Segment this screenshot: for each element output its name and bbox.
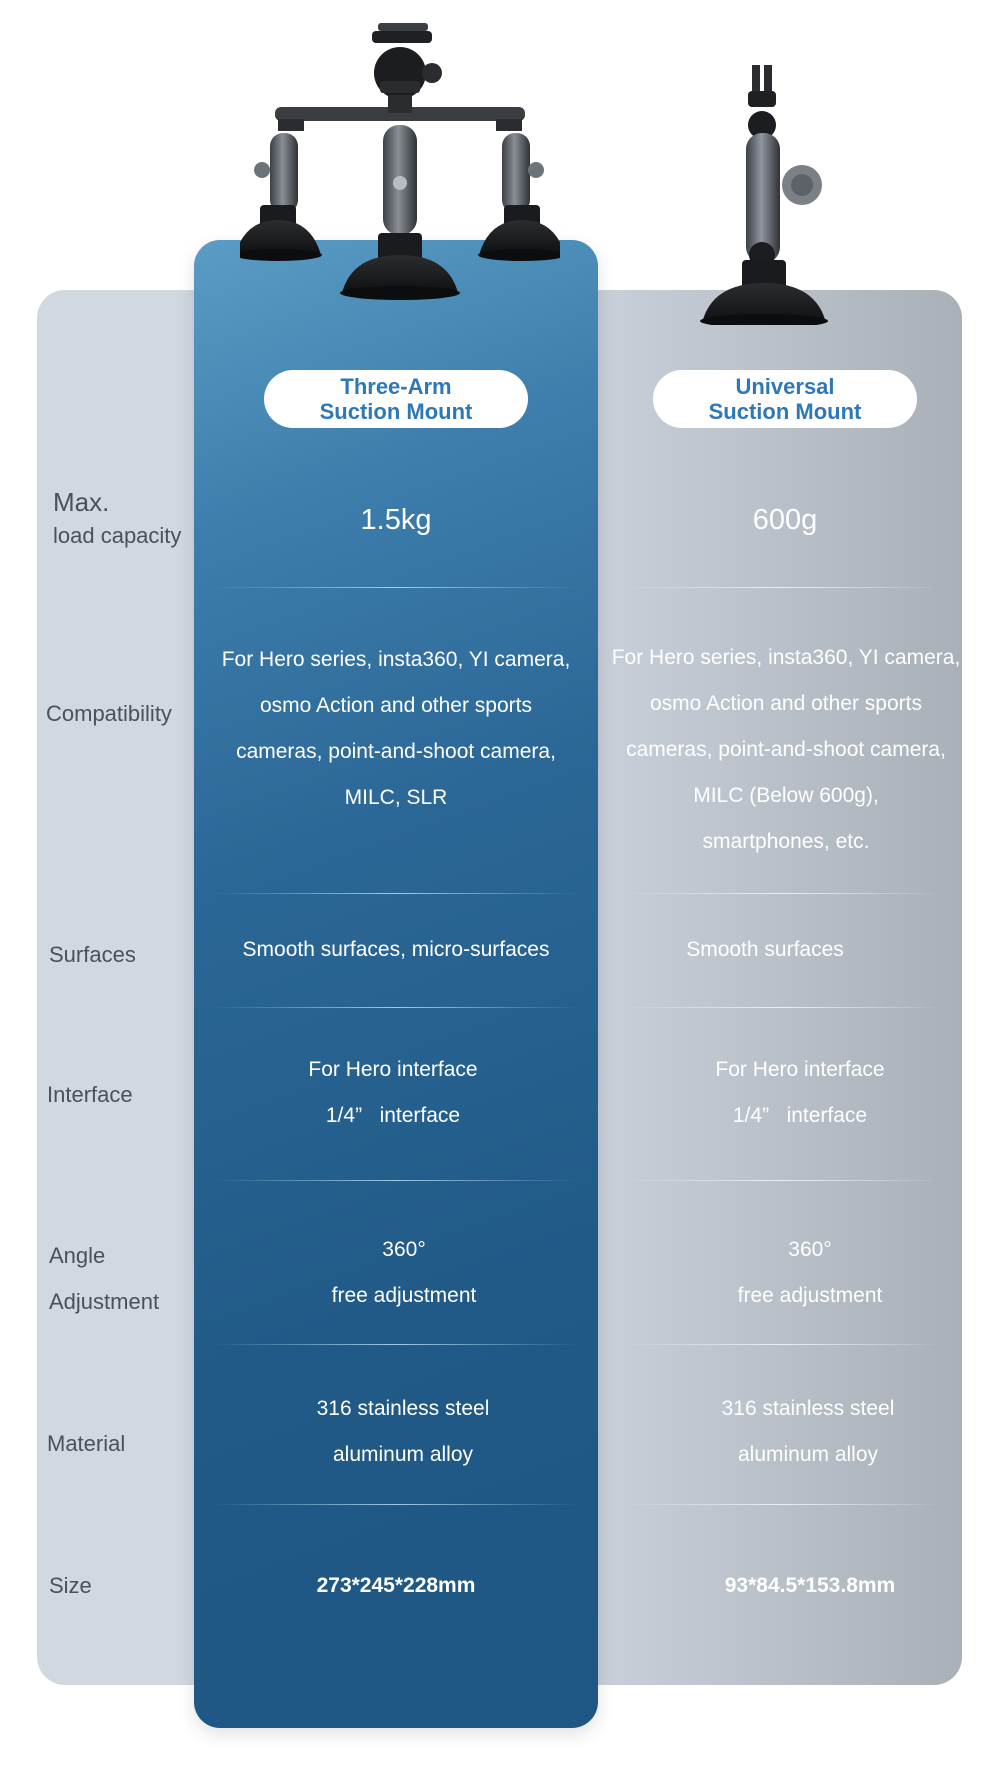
row-divider — [212, 1504, 580, 1505]
universal-interface: For Hero interface 1/4” interface — [700, 1047, 900, 1139]
row-divider — [618, 1180, 944, 1181]
row-divider — [212, 1180, 580, 1181]
three-arm-material: 316 stainless steel aluminum alloy — [293, 1386, 513, 1478]
compat-line: smartphones, etc. — [702, 830, 870, 853]
load-label-line1: Max. — [53, 487, 110, 517]
compat-line: osmo Action and other sports — [650, 692, 922, 715]
compat-line: MILC, SLR — [344, 786, 448, 809]
universal-angle: 360° free adjustment — [710, 1227, 910, 1319]
universal-title-pill: Universal Suction Mount — [653, 370, 917, 428]
universal-surfaces: Smooth surfaces — [686, 938, 844, 961]
row-divider — [618, 587, 944, 588]
angle-line: 360° — [788, 1238, 832, 1261]
three-arm-angle: 360° free adjustment — [304, 1227, 504, 1319]
row-label-load-capacity: Max. load capacity — [53, 485, 181, 553]
angle-line: free adjustment — [331, 1284, 477, 1307]
row-label-angle-adjustment: Angle Adjustment — [49, 1233, 159, 1325]
material-line: aluminum alloy — [737, 1443, 879, 1466]
three-arm-suction-mount-image — [240, 23, 560, 300]
universal-material: 316 stainless steel aluminum alloy — [698, 1386, 918, 1478]
angle-line: 360° — [382, 1238, 426, 1261]
load-label-line2: load capacity — [53, 523, 182, 548]
angle-line: free adjustment — [737, 1284, 883, 1307]
material-line: aluminum alloy — [332, 1443, 474, 1466]
three-arm-surfaces: Smooth surfaces, micro-surfaces — [242, 938, 550, 961]
three-arm-column-highlight — [194, 240, 598, 1728]
material-line: 316 stainless steel — [721, 1397, 895, 1420]
material-line: 316 stainless steel — [316, 1397, 490, 1420]
row-divider — [212, 1344, 580, 1345]
compat-line: For Hero series, insta360, YI camera, — [611, 646, 961, 669]
three-arm-title-line2: Suction Mount — [319, 399, 473, 424]
interface-line: 1/4” interface — [732, 1104, 868, 1127]
three-arm-interface: For Hero interface 1/4” interface — [293, 1047, 493, 1139]
interface-line: 1/4” interface — [325, 1104, 461, 1127]
row-label-material: Material — [47, 1431, 126, 1456]
row-label-compatibility: Compatibility — [46, 701, 172, 726]
row-label-size: Size — [49, 1573, 92, 1598]
angle-label-line2: Adjustment — [49, 1289, 160, 1314]
row-divider — [618, 1504, 944, 1505]
compat-line: MILC (Below 600g), — [693, 784, 879, 807]
interface-line: For Hero interface — [308, 1058, 478, 1081]
universal-title-line1: Universal — [735, 374, 835, 399]
compat-line: osmo Action and other sports — [260, 694, 532, 717]
interface-line: For Hero interface — [715, 1058, 885, 1081]
universal-title-line2: Suction Mount — [708, 399, 862, 424]
three-arm-load-value: 1.5kg — [360, 503, 432, 536]
universal-load-value: 600g — [752, 503, 818, 536]
row-divider — [618, 1344, 944, 1345]
three-arm-title-pill: Three-Arm Suction Mount — [264, 370, 528, 428]
row-label-surfaces: Surfaces — [49, 942, 136, 967]
universal-compatibility: For Hero series, insta360, YI camera, os… — [598, 635, 974, 865]
three-arm-compatibility: For Hero series, insta360, YI camera, os… — [198, 637, 594, 821]
row-divider — [212, 587, 580, 588]
universal-suction-mount-image — [700, 65, 828, 325]
compat-line: cameras, point-and-shoot camera, — [236, 740, 556, 763]
compat-line: cameras, point-and-shoot camera, — [626, 738, 946, 761]
row-divider — [618, 893, 944, 894]
compat-line: For Hero series, insta360, YI camera, — [221, 648, 571, 671]
row-divider — [618, 1007, 944, 1008]
row-divider — [212, 1007, 580, 1008]
row-divider — [212, 893, 580, 894]
three-arm-title-line1: Three-Arm — [340, 374, 452, 399]
three-arm-size: 273*245*228mm — [316, 1574, 476, 1597]
row-label-interface: Interface — [47, 1082, 133, 1107]
universal-size: 93*84.5*153.8mm — [724, 1574, 896, 1597]
angle-label-line1: Angle — [49, 1243, 106, 1268]
